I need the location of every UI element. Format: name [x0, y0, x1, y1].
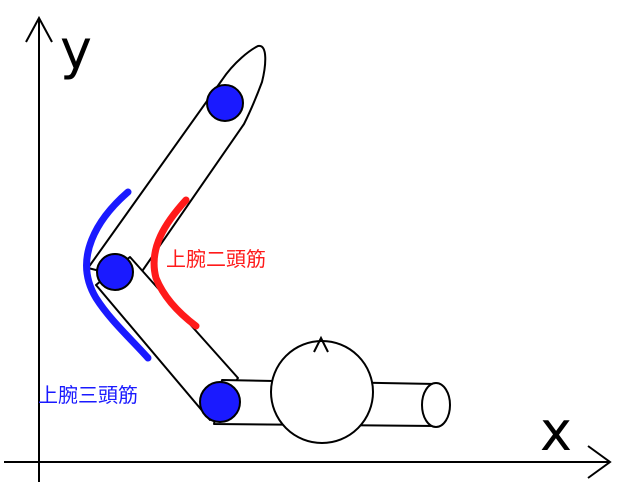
triceps-label: 上腕三頭筋	[38, 383, 138, 407]
grip-end	[421, 382, 451, 428]
y-axis	[25, 15, 53, 482]
weight-ball	[270, 340, 374, 444]
x-axis-label: x	[540, 400, 572, 463]
upper-arm	[87, 44, 267, 281]
biceps-label: 上腕二頭筋	[166, 247, 266, 271]
y-axis-label: y	[60, 18, 92, 81]
ball-peak-icon	[313, 335, 329, 353]
x-axis	[4, 445, 612, 479]
elbow-joint	[96, 253, 134, 291]
biceps-muscle-curve	[150, 196, 200, 330]
triceps-muscle-curve	[83, 188, 152, 362]
wrist-joint	[199, 381, 241, 423]
shoulder-joint	[206, 84, 244, 122]
y-axis-arrow-icon	[25, 15, 53, 43]
x-axis-arrow-icon	[587, 445, 612, 479]
